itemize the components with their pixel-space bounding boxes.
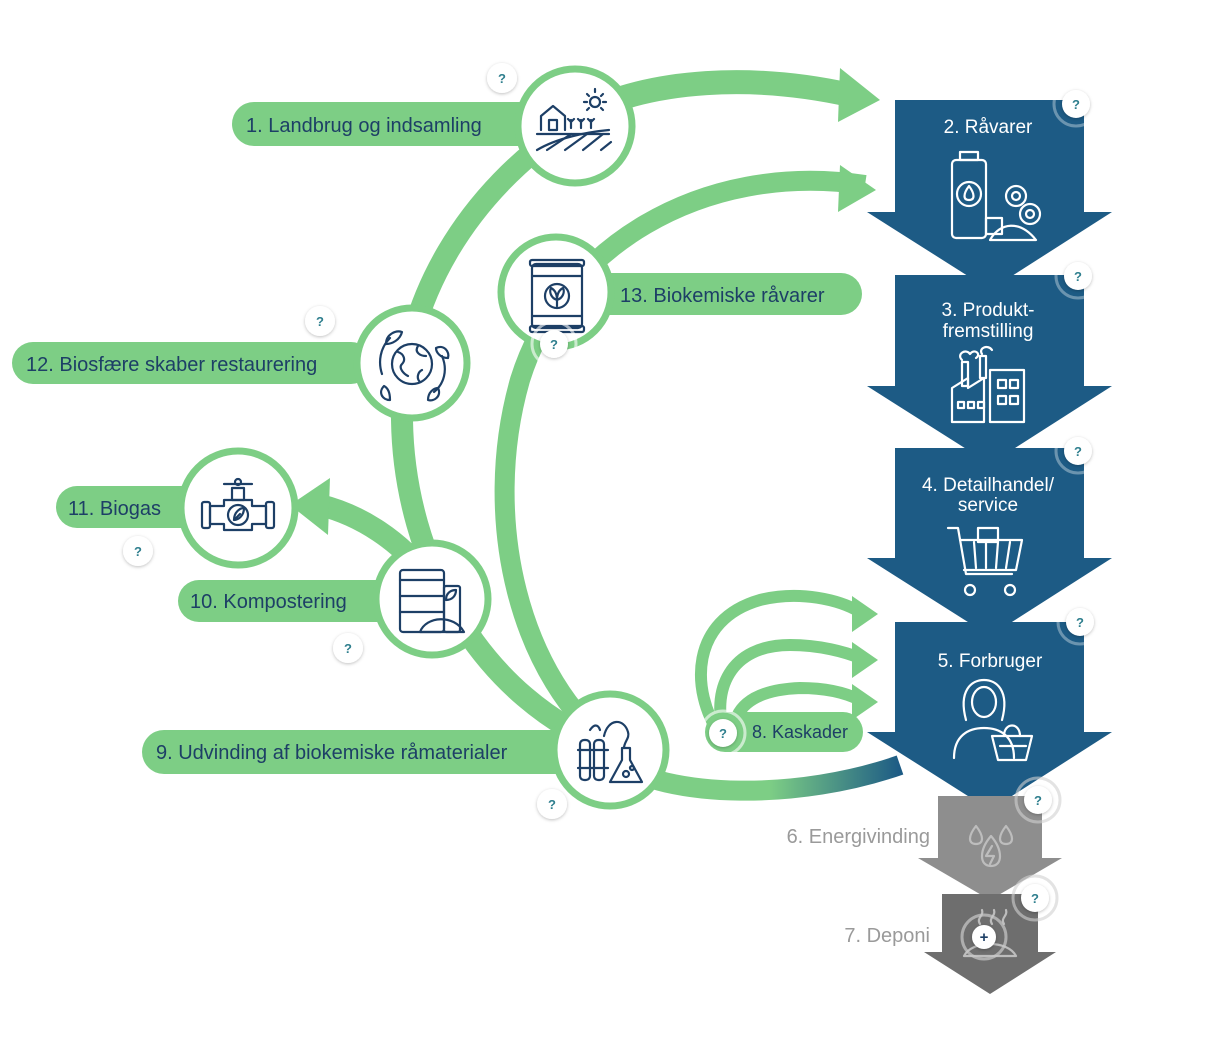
help-button-stage-2[interactable]: ?: [1052, 80, 1100, 128]
stage-3-produktfremstilling[interactable]: 3. Produkt- fremstilling: [867, 275, 1112, 464]
svg-text:?: ?: [316, 314, 324, 329]
svg-text:?: ?: [1072, 97, 1080, 112]
stage-13-biokemisk[interactable]: 13. Biokemiske råvarer: [497, 233, 862, 351]
stage-4-detailhandel[interactable]: 4. Detailhandel/ service: [867, 448, 1112, 636]
stage-4-label-line2: service: [958, 495, 1018, 516]
stage-10-kompostering[interactable]: 10. Kompostering: [178, 539, 492, 659]
stage-3-label-line1: 3. Produkt-: [942, 300, 1035, 321]
expand-button[interactable]: +: [960, 913, 1008, 961]
help-button-stage-13[interactable]: ?: [530, 320, 578, 368]
compost-bins-icon: [398, 568, 466, 634]
stage-3-label-line2: fremstilling: [943, 321, 1034, 342]
factory-icon: [950, 345, 1026, 424]
energy-drops-icon: [968, 824, 1014, 868]
svg-text:?: ?: [1074, 269, 1082, 284]
svg-text:?: ?: [134, 544, 142, 559]
stage-8-label: 8. Kaskader: [752, 722, 848, 742]
help-button-stage-8[interactable]: ?: [699, 709, 747, 757]
help-button-stage-6[interactable]: ?: [1014, 776, 1062, 824]
stage-9-udvinding[interactable]: 9. Udvinding af biokemiske råmaterialer: [142, 690, 670, 810]
svg-text:?: ?: [344, 641, 352, 656]
svg-text:?: ?: [548, 797, 556, 812]
stage-13-label: 13. Biokemiske råvarer: [620, 285, 825, 307]
help-button-stage-11[interactable]: ?: [123, 536, 153, 566]
stage-2-label: 2. Råvarer: [944, 117, 1033, 138]
bio-barrel-icon: [528, 258, 586, 334]
consumer-icon: [952, 678, 1034, 762]
stage-1-landbrug[interactable]: 1. Landbrug og indsamling: [232, 65, 636, 187]
help-button-stage-3[interactable]: ?: [1054, 252, 1102, 300]
expand-symbol: +: [980, 929, 989, 946]
help-button-stage-12[interactable]: ?: [305, 306, 335, 336]
farm-icon: [535, 87, 613, 152]
lab-flasks-icon: [576, 720, 644, 784]
stage-7-label: 7. Deponi: [844, 925, 930, 947]
biogas-valve-icon: [200, 477, 276, 532]
raw-materials-icon: [950, 150, 1042, 242]
svg-text:?: ?: [498, 71, 506, 86]
stage-4-label-line1: 4. Detailhandel/: [922, 475, 1055, 496]
help-button-stage-4[interactable]: ?: [1054, 427, 1102, 475]
stage-12-label: 12. Biosfære skaber restaurering: [26, 354, 317, 376]
stage-6-label: 6. Energivinding: [787, 826, 930, 848]
svg-text:?: ?: [1076, 615, 1084, 630]
shopping-cart-icon: [946, 526, 1024, 597]
help-button-stage-7[interactable]: ?: [1011, 874, 1059, 922]
stage-10-label: 10. Kompostering: [190, 591, 347, 613]
svg-text:?: ?: [550, 337, 558, 352]
svg-text:?: ?: [1031, 891, 1039, 906]
stage-9-label: 9. Udvinding af biokemiske råmaterialer: [156, 742, 508, 764]
svg-text:?: ?: [1074, 444, 1082, 459]
stage-1-label: 1. Landbrug og indsamling: [246, 115, 482, 137]
svg-text:?: ?: [719, 726, 727, 741]
help-buttons: ? ? ? ? ? ? ?: [123, 63, 1104, 922]
help-button-stage-1[interactable]: ?: [487, 63, 517, 93]
stage-5-forbruger[interactable]: 5. Forbruger: [867, 622, 1112, 810]
help-button-stage-5[interactable]: ?: [1056, 598, 1104, 646]
stage-2-raavarer[interactable]: 2. Råvarer: [867, 100, 1112, 290]
stage-11-label: 11. Biogas: [68, 498, 161, 520]
stage-7-deponi[interactable]: 7. Deponi +: [844, 894, 1056, 994]
help-button-stage-9[interactable]: ?: [537, 789, 567, 819]
earth-leaves-icon: [379, 330, 450, 402]
stage-12-biosfaere[interactable]: 12. Biosfære skaber restaurering: [12, 304, 471, 422]
stage-6-energivinding[interactable]: 6. Energivinding: [787, 796, 1062, 900]
stage-5-label: 5. Forbruger: [938, 651, 1043, 672]
help-button-stage-10[interactable]: ?: [333, 633, 363, 663]
svg-text:?: ?: [1034, 793, 1042, 808]
stage-11-biogas[interactable]: 11. Biogas: [56, 447, 299, 569]
